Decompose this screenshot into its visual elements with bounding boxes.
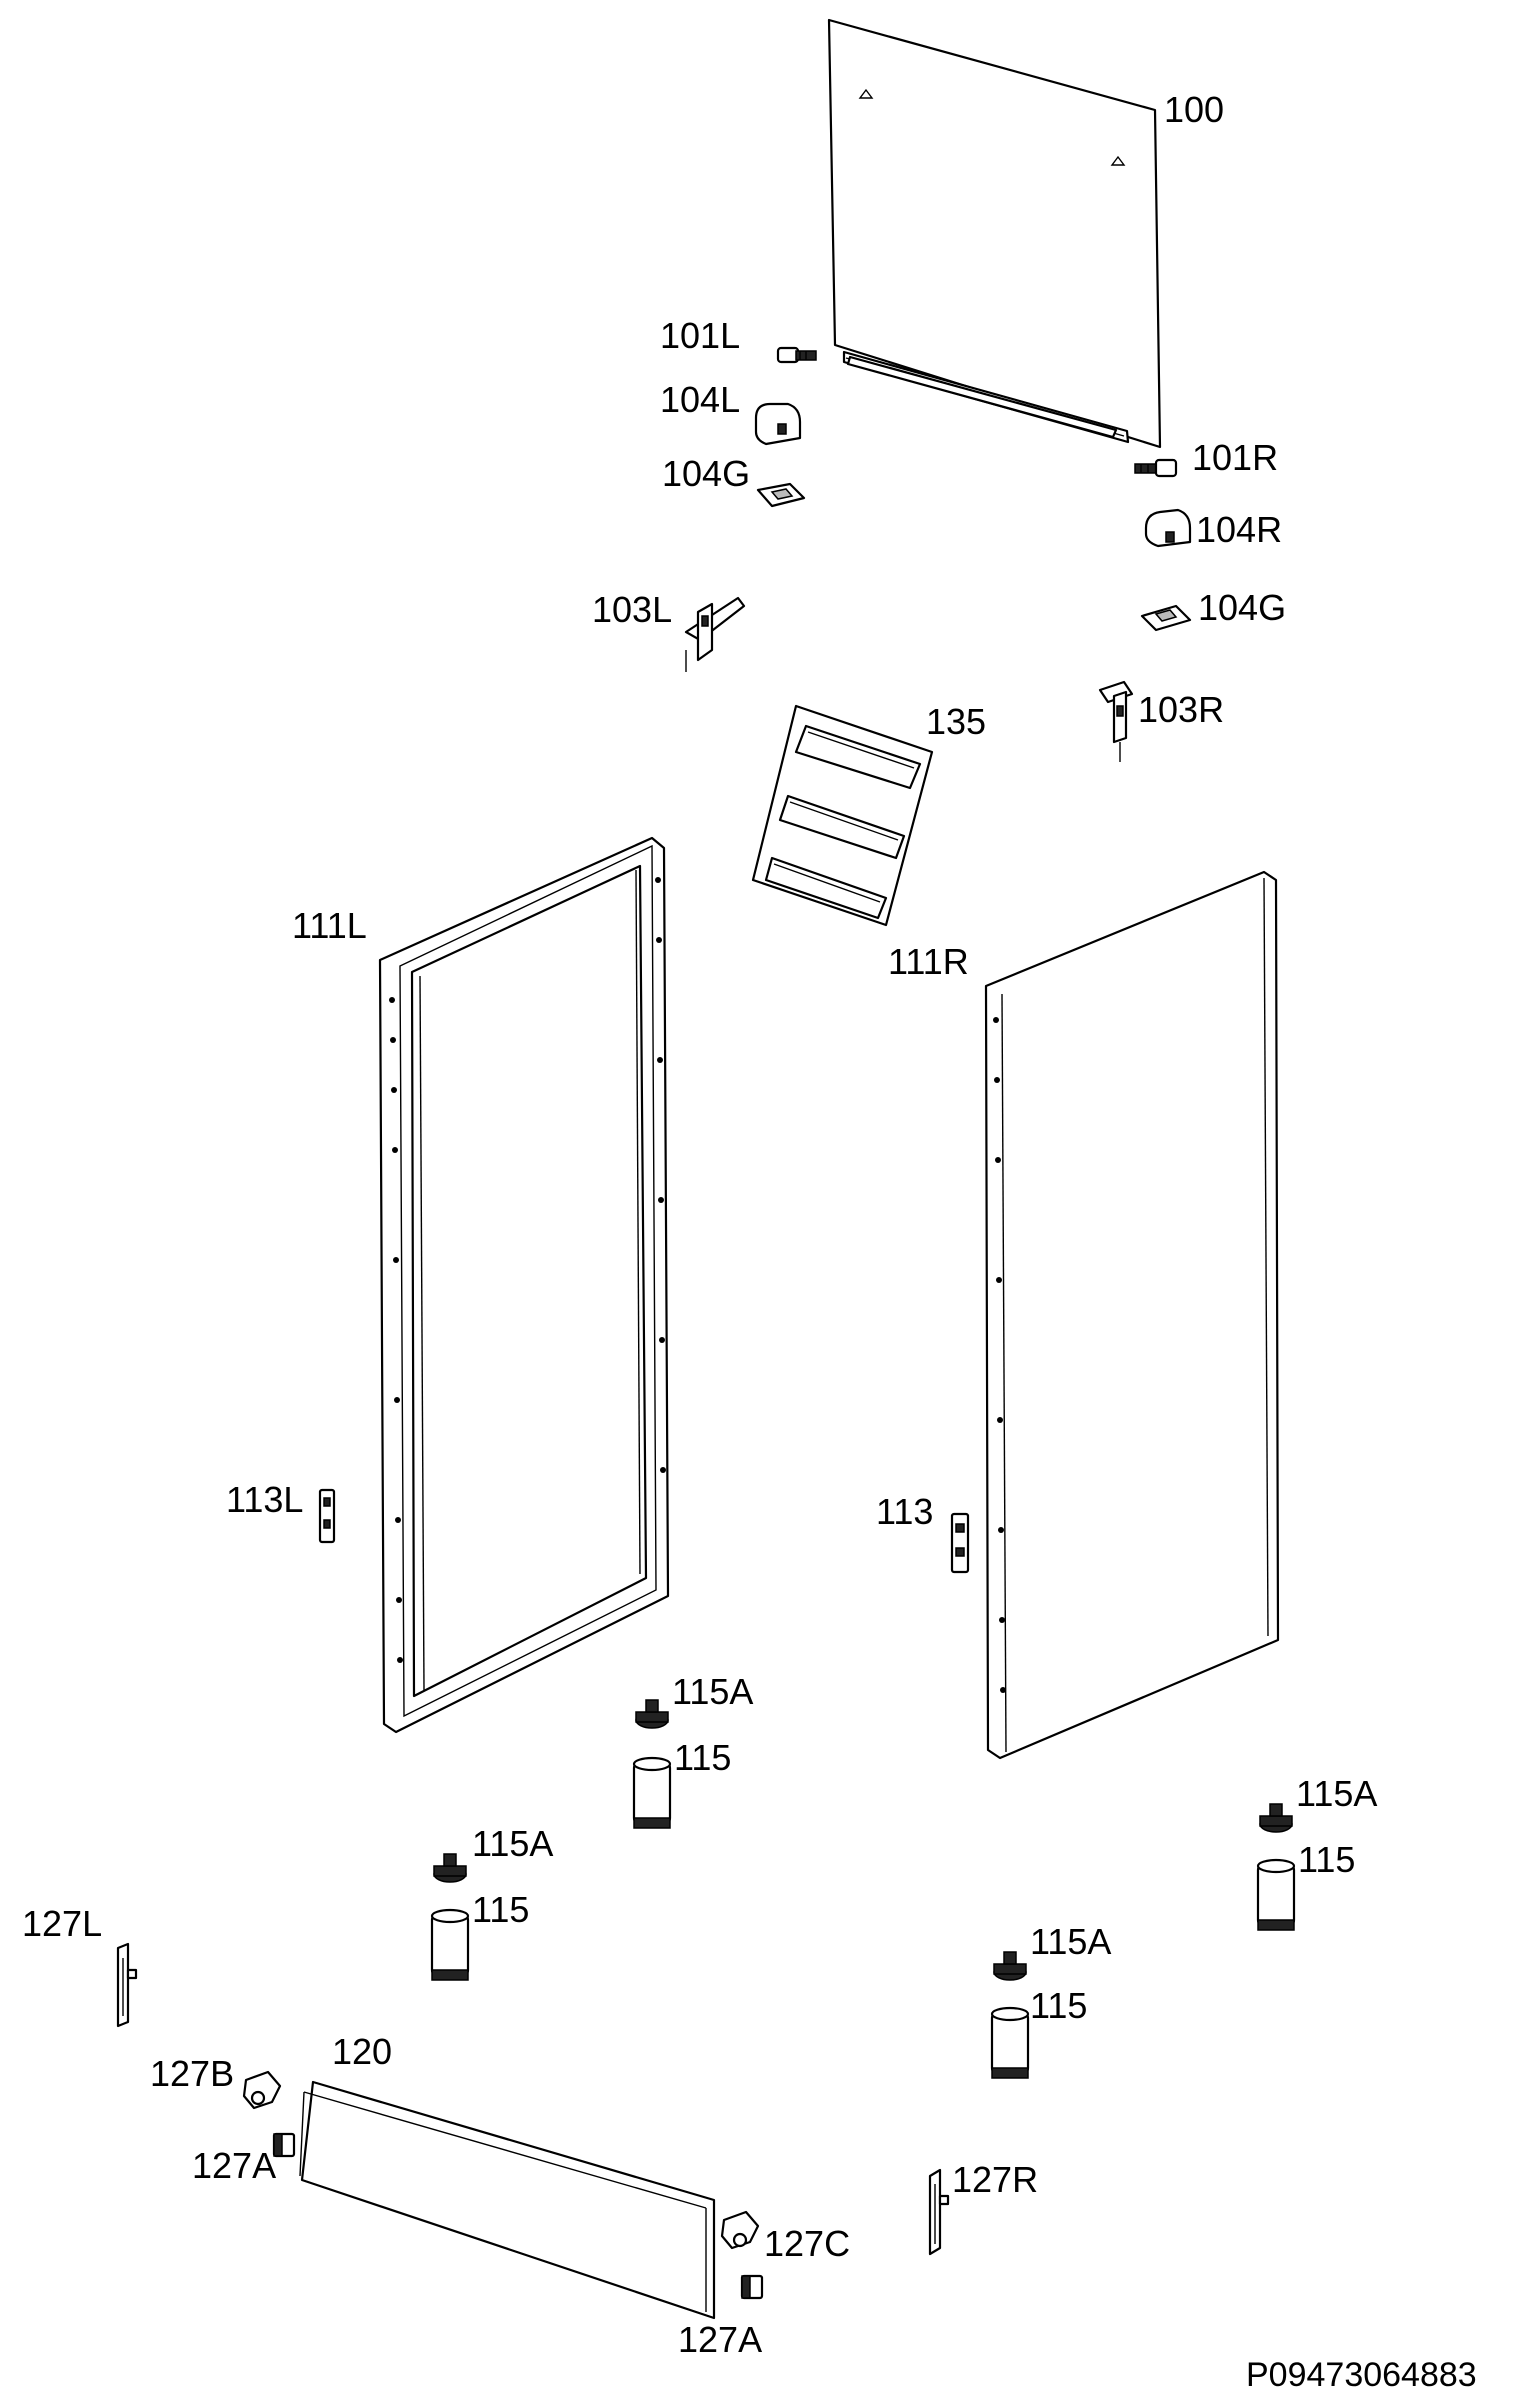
label-127B: 127B	[150, 2053, 234, 2094]
label-111R: 111R	[888, 941, 969, 982]
label-113L: 113L	[226, 1479, 303, 1520]
part-103L-bracket	[684, 596, 746, 672]
label-103L: 103L	[592, 589, 672, 630]
label-115A-1: 115A	[672, 1671, 753, 1712]
part-115-foot-4	[990, 2006, 1030, 2079]
part-115A-foot-adjuster-3	[1259, 1803, 1293, 1833]
part-115-foot-1	[632, 1756, 672, 1829]
label-127L: 127L	[22, 1903, 102, 1944]
label-115-3: 115	[1298, 1839, 1355, 1880]
label-120: 120	[332, 2031, 392, 2072]
part-100-top-panel	[827, 18, 1162, 449]
part-115-foot-2	[430, 1908, 470, 1981]
part-101R-hinge-pin	[1134, 458, 1178, 478]
part-127L-rail	[116, 1942, 138, 2028]
label-115-2: 115	[472, 1889, 529, 1930]
label-111L: 111L	[292, 905, 367, 946]
label-127C: 127C	[764, 2223, 850, 2264]
part-135-vent-grille	[751, 704, 934, 927]
label-104L: 104L	[660, 379, 740, 420]
part-115A-foot-adjuster-2	[433, 1853, 467, 1883]
part-127A-left-clip	[272, 2132, 296, 2158]
label-100: 100	[1164, 89, 1224, 130]
part-labels: 100 101L 104L 104G 101R 104R 104G 103L 1…	[22, 89, 1377, 2360]
label-104G-left: 104G	[662, 453, 750, 494]
part-115A-foot-adjuster-4	[993, 1951, 1027, 1981]
label-135: 135	[926, 701, 986, 742]
label-115-1: 115	[674, 1737, 731, 1778]
label-115-4: 115	[1030, 1985, 1087, 2026]
label-127A-left: 127A	[192, 2145, 276, 2186]
part-127R-rail	[928, 2168, 950, 2256]
part-104L-hinge-block	[754, 402, 802, 446]
part-101L-hinge-pin	[776, 346, 817, 364]
label-101R: 101R	[1192, 437, 1278, 478]
part-127C-clip	[720, 2210, 760, 2250]
label-104G-right: 104G	[1198, 587, 1286, 628]
label-104R: 104R	[1196, 509, 1282, 550]
drawing-code: P09473064883	[1246, 2356, 1477, 2394]
label-103R: 103R	[1138, 689, 1224, 730]
part-127A-right-clip	[740, 2274, 764, 2300]
part-113-latch	[950, 1512, 970, 1574]
label-115A-4: 115A	[1030, 1921, 1111, 1962]
label-127R: 127R	[952, 2159, 1038, 2200]
left-frame-holes	[389, 877, 666, 1663]
part-104R-hinge-block	[1144, 508, 1192, 548]
part-111L-left-door-frame	[378, 836, 670, 1734]
label-101L: 101L	[660, 315, 740, 356]
label-115A-2: 115A	[472, 1823, 553, 1864]
part-113L-latch	[318, 1488, 336, 1544]
part-111R-right-door-panel	[984, 870, 1280, 1760]
label-115A-3: 115A	[1296, 1773, 1377, 1814]
label-127A-right: 127A	[678, 2319, 762, 2360]
part-115A-foot-adjuster-1	[635, 1699, 669, 1729]
right-panel-holes	[993, 1017, 1006, 1693]
part-103R-bracket	[1098, 680, 1134, 762]
part-115-foot-3	[1256, 1858, 1296, 1931]
label-113: 113	[876, 1491, 933, 1532]
part-104G-right-hinge-plate	[1140, 604, 1192, 632]
part-127B-clip	[242, 2070, 282, 2110]
part-120-kick-plate	[299, 2080, 716, 2320]
part-104G-left-hinge-plate	[756, 482, 806, 508]
